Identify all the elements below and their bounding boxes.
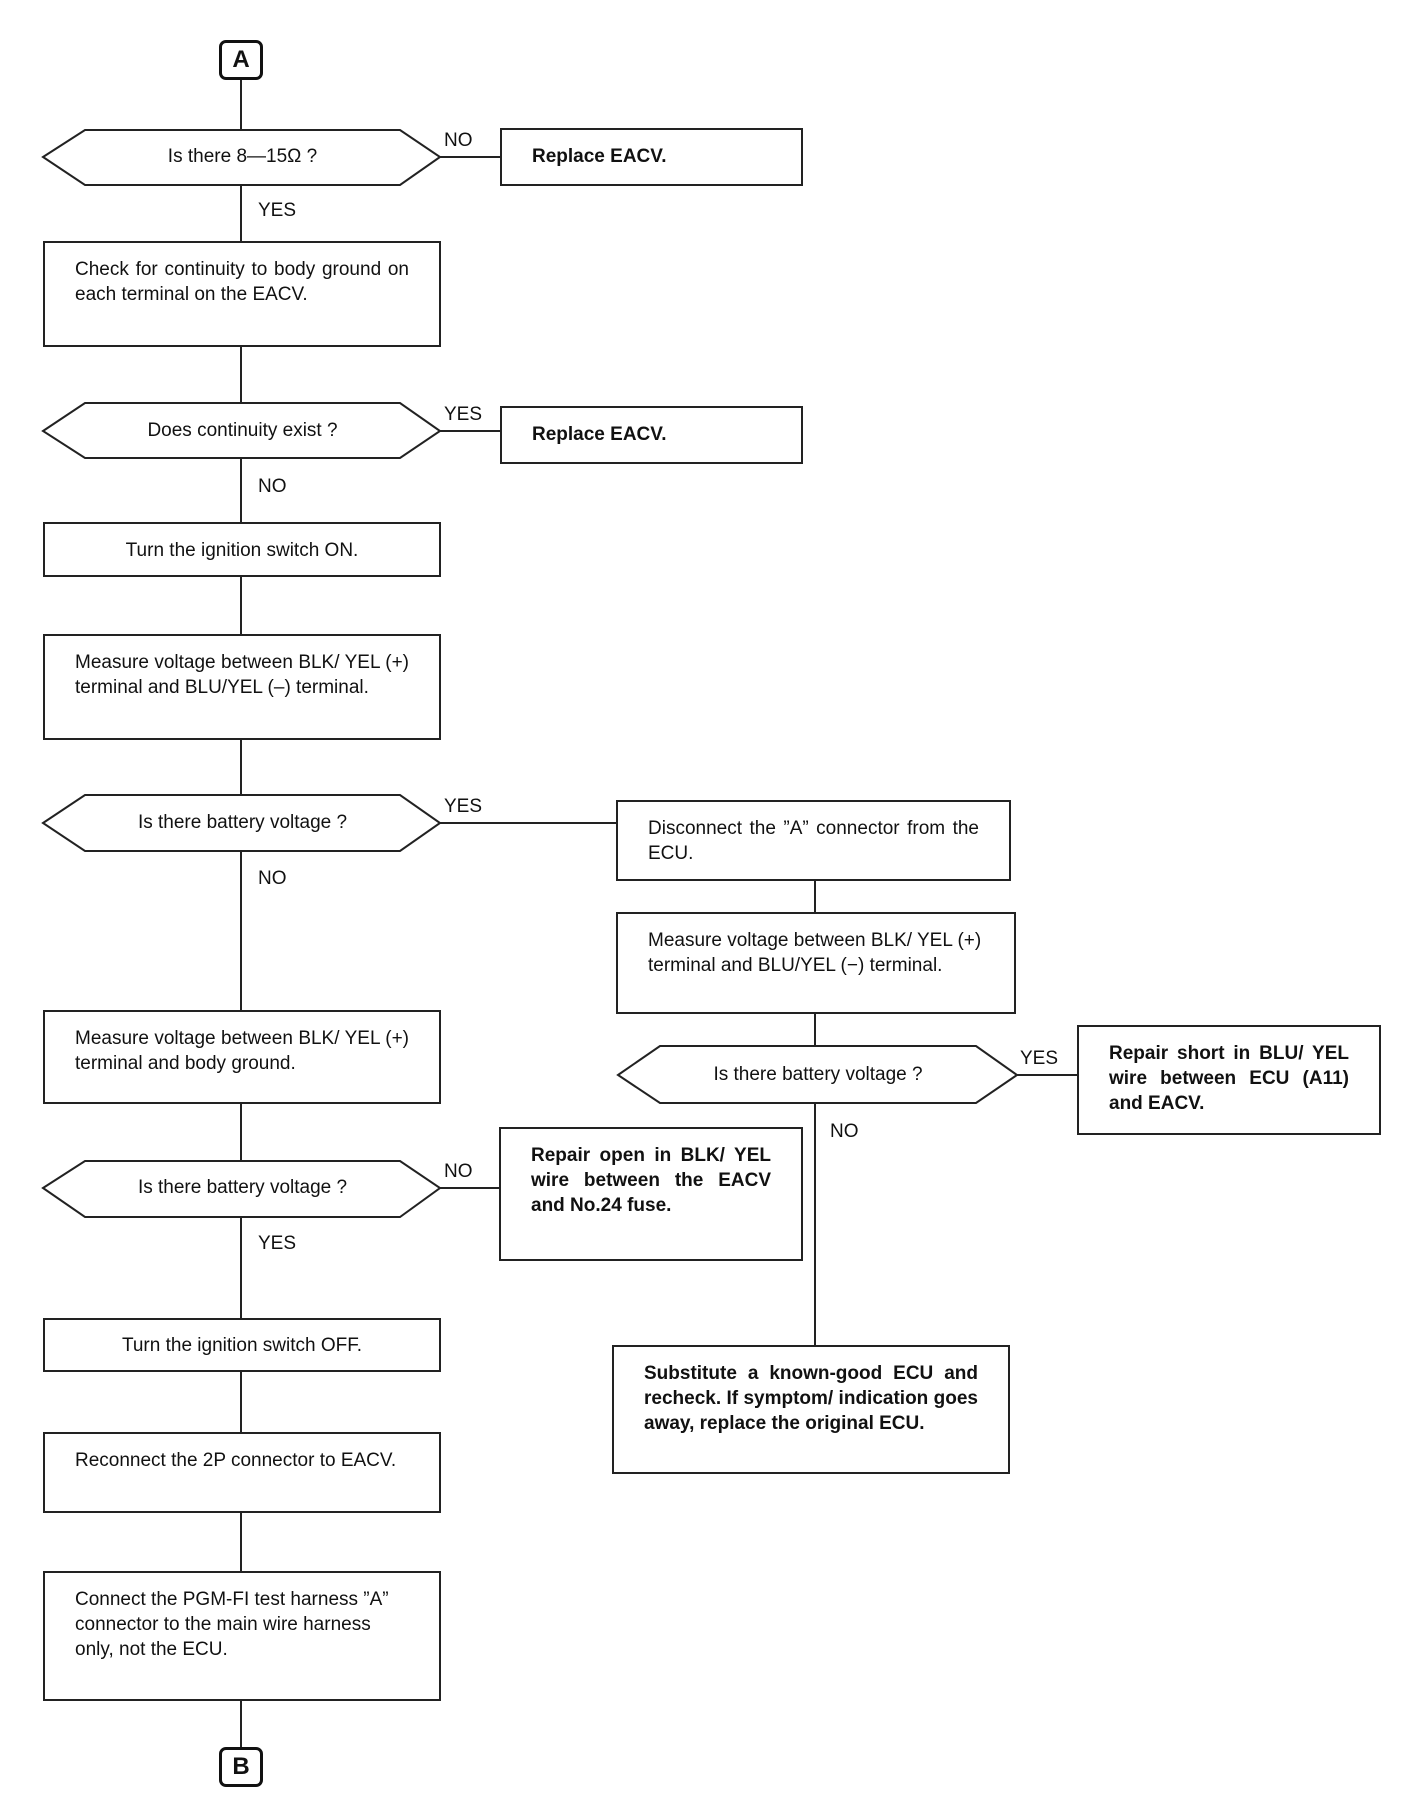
label-no-resistance: NO [444,130,473,151]
step-reconnect-2p: Reconnect the 2P connector to EACV. [43,1432,441,1513]
label-yes-battery-2: YES [258,1233,297,1254]
decision-battery-voltage-3: Is there battery voltage ? [713,1064,923,1085]
label-no-battery-3: NO [830,1121,859,1142]
step-disconnect-a-connector: Disconnect the ”A” connector from the EC… [616,800,1011,881]
step-measure-blu-yel: Measure voltage between BLK/ YEL (+) ter… [43,634,441,740]
decision-continuity: Does continuity exist ? [147,420,338,441]
label-yes-battery-1: YES [444,796,483,817]
action-replace-eacv-1: Replace EACV. [500,128,803,186]
connector-b: B [219,1747,263,1787]
action-repair-short: Repair short in BLU/ YEL wire between EC… [1077,1025,1381,1135]
step-ignition-off: Turn the ignition switch OFF. [43,1318,441,1372]
decision-resistance: Is there 8—15Ω ? [167,146,318,167]
step-measure-body-ground: Measure voltage between BLK/ YEL (+) ter… [43,1010,441,1104]
step-connect-test-harness: Connect the PGM-FI test harness ”A” conn… [43,1571,441,1701]
step-check-continuity: Check for continuity to body ground on e… [43,241,441,347]
action-replace-eacv-2: Replace EACV. [500,406,803,464]
decision-battery-voltage-2: Is there battery voltage ? [137,1177,348,1198]
label-yes-battery-3: YES [1020,1048,1059,1069]
action-repair-open: Repair open in BLK/ YEL wire between the… [499,1127,803,1261]
action-substitute-ecu: Substitute a known-good ECU and recheck.… [612,1345,1010,1474]
step-ignition-on: Turn the ignition switch ON. [43,522,441,577]
connector-a: A [219,40,263,80]
label-yes-resistance: YES [258,200,297,221]
decision-battery-voltage-1: Is there battery voltage ? [137,812,348,833]
step-measure-ecu: Measure voltage between BLK/ YEL (+) ter… [616,912,1016,1014]
label-no-continuity: NO [258,476,287,497]
label-no-battery-2: NO [444,1161,473,1182]
label-yes-continuity: YES [444,404,483,425]
label-no-battery-1: NO [258,868,287,889]
